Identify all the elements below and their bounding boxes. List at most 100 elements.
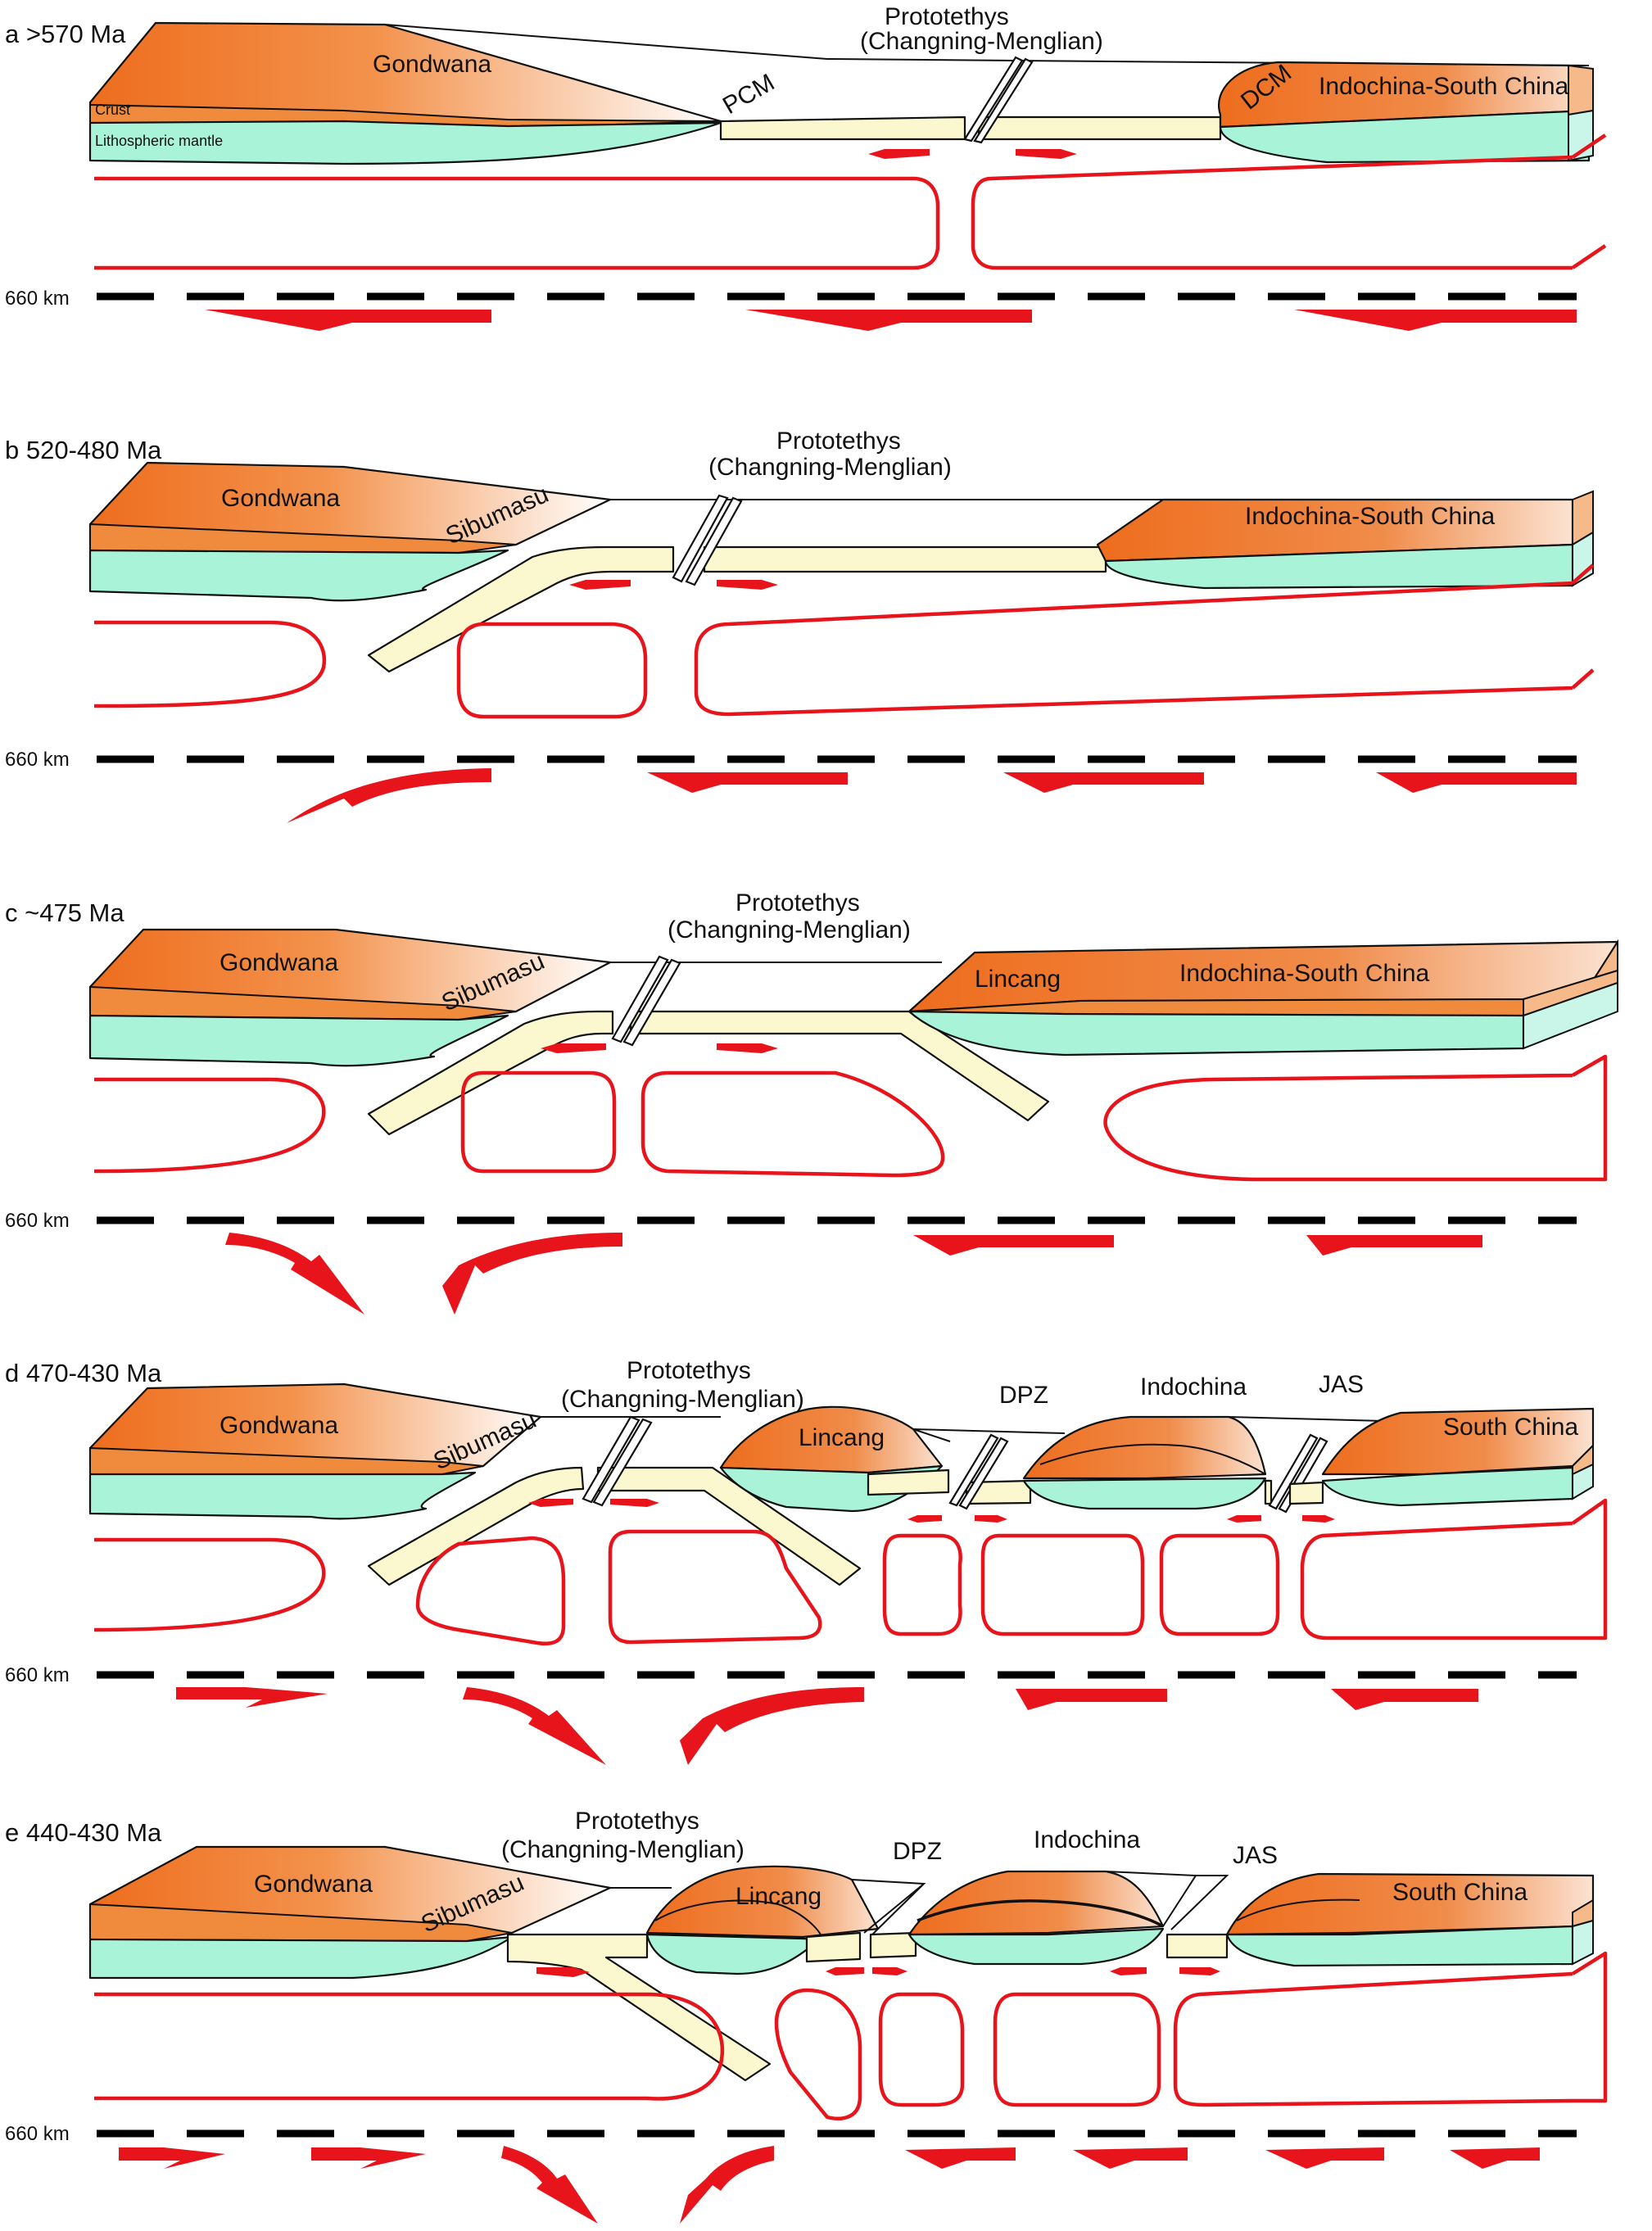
depth-label: 660 km xyxy=(5,1210,70,1232)
ridge-fault xyxy=(963,56,1024,143)
mantle-flow-arrow xyxy=(1265,2147,1384,2169)
jas-slab-left-b xyxy=(1264,1479,1273,1505)
mantle-flow-arrow xyxy=(463,1687,606,1765)
ridge-fault-2 xyxy=(973,57,1034,144)
ocean-sub: (Changning-Menglian) xyxy=(860,28,1103,55)
jas-surface xyxy=(1228,1416,1385,1422)
lincang-moho xyxy=(654,1899,824,1940)
ocean-sub: (Changning-Menglian) xyxy=(501,1836,745,1863)
indochina-crust xyxy=(907,1870,1165,1936)
convection-cell-1 xyxy=(93,1077,326,1174)
convection-cell-3 xyxy=(608,1529,822,1645)
south-china-crust xyxy=(1321,1407,1595,1476)
mantle-flow-arrow xyxy=(1294,310,1577,331)
oceanic-slab-right xyxy=(703,545,1107,573)
south-china-moho xyxy=(1236,1898,1360,1921)
mantle-flow-arrow xyxy=(1450,2147,1540,2169)
lincang-crust xyxy=(719,1405,944,1474)
plate-arrow-left xyxy=(1110,1967,1147,1975)
south-china-side-mantle xyxy=(1572,1919,1594,1966)
indochina-mantle xyxy=(1104,543,1574,590)
indochina-moho xyxy=(1039,1443,1266,1475)
dpz-label: DPZ xyxy=(999,1382,1048,1409)
south-china-label: South China xyxy=(1392,1879,1528,1906)
plate-arrow-right xyxy=(610,1499,659,1507)
left-block-label: Gondwana xyxy=(220,1412,338,1439)
panel-title: e 440-430 Ma xyxy=(5,1818,162,1847)
indochina-mantle xyxy=(1022,1477,1267,1510)
mantle-flow-arrow xyxy=(287,768,491,823)
mantle-flow-arrow xyxy=(119,2147,225,2169)
gondwana-crust-lower xyxy=(89,985,517,1021)
jas-label: JAS xyxy=(1233,1842,1278,1869)
jas-slab-right xyxy=(1288,1481,1324,1505)
side-mantle xyxy=(1523,981,1618,1050)
dpz-slab-left xyxy=(805,1931,862,1963)
dpz-fault xyxy=(948,1433,999,1507)
lincang-label: Lincang xyxy=(799,1424,885,1451)
depth-label: 660 km xyxy=(5,749,70,771)
mantle-flow-arrow xyxy=(647,772,848,793)
oceanic-slab-right xyxy=(977,115,1222,141)
ocean-name: Prototethys xyxy=(776,428,901,455)
oceanic-slab-left xyxy=(719,115,966,141)
convection-cell-left xyxy=(94,176,940,270)
ocean-name: Prototethys xyxy=(575,1808,699,1835)
mantle-flow-arrow xyxy=(501,2146,598,2224)
panel-title: c ~475 Ma xyxy=(5,898,124,927)
convection-cell-4 xyxy=(882,1533,962,1636)
panel-e: e 440-430 Ma Gondwana Sibumasu Prototeth… xyxy=(5,1808,1608,2224)
convection-cell-2 xyxy=(456,622,648,719)
convection-cell-3 xyxy=(694,563,1595,717)
indochina-moho xyxy=(917,1899,1164,1928)
dpz-surface xyxy=(851,1879,926,1935)
legend-crust: Crust xyxy=(95,102,130,118)
indochina-side-mantle xyxy=(1572,531,1594,587)
mantle-flow-arrow xyxy=(905,2147,1016,2169)
mantle-flow-arrow xyxy=(176,1687,328,1708)
panel-title: d 470-430 Ma xyxy=(5,1359,162,1387)
convection-cell-1 xyxy=(93,1537,326,1632)
plate-arrow-left xyxy=(826,1967,864,1975)
panel-title: a >570 Ma xyxy=(5,20,126,48)
depth-label: 660 km xyxy=(5,287,70,310)
gondwana-mantle xyxy=(88,120,722,165)
left-margin-label: PCM xyxy=(718,69,779,120)
convection-cell-2 xyxy=(415,1536,566,1646)
mantle-flow-arrow xyxy=(680,2146,774,2224)
jas-surface xyxy=(1105,1871,1229,1930)
plate-arrow-right xyxy=(872,1967,907,1975)
right-block-label: Indochina-South China xyxy=(1319,73,1569,100)
panel-d: d 470-430 Ma Gondwana Sibumasu Prototeth… xyxy=(5,1357,1608,1765)
dpz-surface xyxy=(912,1428,1066,1442)
lincang-label: Lincang xyxy=(735,1883,821,1910)
indochina-mantle xyxy=(907,1927,1165,1966)
jas-fault xyxy=(1268,1433,1319,1510)
convection-cell-2 xyxy=(774,1988,862,2120)
mantle-flow-arrow xyxy=(913,1235,1114,1256)
subducting-slab xyxy=(506,1933,772,2082)
plate-arrow-left xyxy=(1227,1515,1261,1523)
indochina-label: Indochina xyxy=(1034,1826,1140,1853)
ocean-name: Prototethys xyxy=(627,1357,751,1384)
gondwana-mantle xyxy=(88,549,509,602)
right-block-label: Indochina-South China xyxy=(1245,503,1496,530)
gondwana-crust-lower xyxy=(89,1446,484,1475)
mantle-flow-arrow xyxy=(311,2147,426,2169)
mantle-flow-arrow xyxy=(1306,1235,1482,1256)
convection-cell-5 xyxy=(980,1533,1145,1636)
panel-title: b 520-480 Ma xyxy=(5,436,162,464)
mantle-flow-arrow xyxy=(745,310,1032,331)
convection-cell-2 xyxy=(460,1070,617,1174)
lincang-mantle xyxy=(907,1010,1525,1057)
south-china-side-mantle xyxy=(1572,1463,1594,1500)
legend-mantle: Lithospheric mantle xyxy=(95,133,223,149)
plate-arrow-left xyxy=(868,149,930,159)
dpz-fault-2 xyxy=(958,1437,1009,1510)
panel-a: a >570 Ma Crust Lithospheric mantle Gond… xyxy=(5,3,1607,331)
left-block-label: Gondwana xyxy=(373,51,491,78)
dpz-slab-right xyxy=(869,1931,917,1959)
convection-cell-3 xyxy=(640,1070,945,1178)
convection-cell-4 xyxy=(1103,1054,1608,1182)
